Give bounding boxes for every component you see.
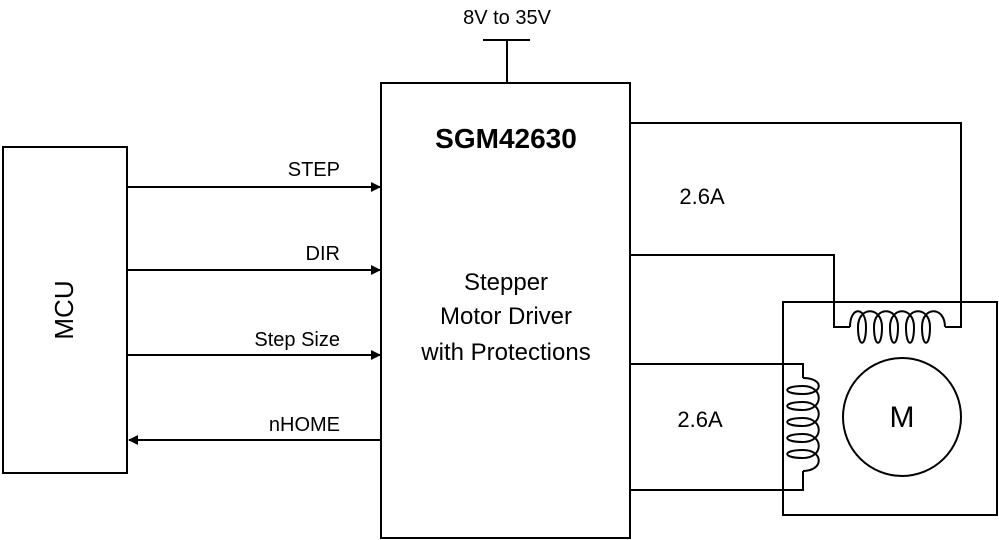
- signal-nhome-label: nHOME: [269, 414, 340, 436]
- supply-voltage-label: 8V to 35V: [463, 7, 552, 29]
- chip-description-line1: Stepper: [464, 269, 548, 296]
- motor-block: M: [782, 301, 998, 516]
- current-b-label: 2.6A: [677, 407, 723, 432]
- motor-symbol: [842, 357, 962, 477]
- signal-dir: DIR: [128, 243, 381, 275]
- signal-step-label: STEP: [288, 159, 340, 181]
- signal-dir-label: DIR: [306, 243, 340, 265]
- mcu-block: MCU: [2, 146, 128, 474]
- winding-b: 2.6A: [631, 363, 820, 491]
- winding-a: 2.6A: [631, 122, 962, 344]
- power-supply: 8V to 35V: [463, 7, 552, 83]
- signal-step-size-label: Step Size: [254, 329, 340, 351]
- coil-b-icon: [786, 377, 820, 472]
- signal-nhome: nHOME: [128, 414, 380, 445]
- driver-chip-block: SGM42630 Stepper Motor Driver with Prote…: [380, 82, 631, 539]
- chip-description-line2: Motor Driver: [440, 303, 572, 330]
- mcu-label: MCU: [49, 280, 79, 339]
- chip-name: SGM42630: [435, 123, 577, 154]
- chip-description-line3: with Protections: [420, 339, 590, 366]
- motor-label: M: [890, 401, 915, 434]
- current-a-label: 2.6A: [679, 184, 725, 209]
- signal-step: STEP: [128, 159, 381, 192]
- signal-step-size: Step Size: [128, 329, 381, 360]
- coil-a-icon: [849, 310, 946, 344]
